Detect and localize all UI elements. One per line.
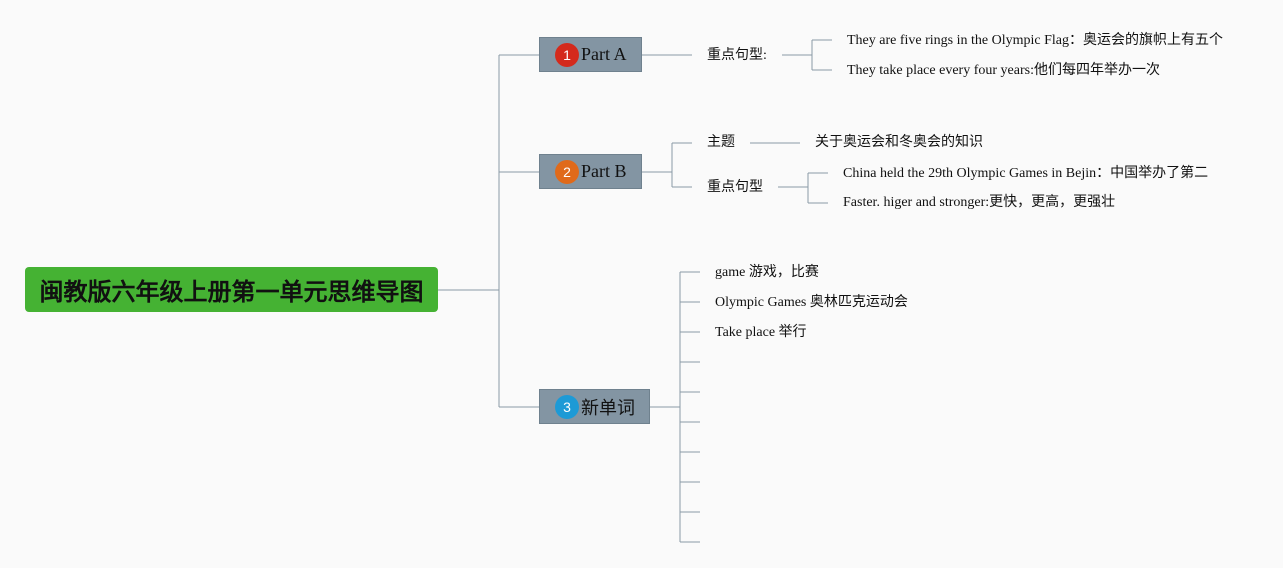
word-item[interactable]: Olympic Games 奥林匹克运动会 bbox=[715, 295, 908, 310]
branch-label: Part B bbox=[581, 161, 627, 181]
word-item[interactable]: game 游戏，比赛 bbox=[715, 265, 819, 280]
number-two-badge-icon: 2 bbox=[555, 159, 579, 184]
leaf-item[interactable]: 关于奥运会和冬奥会的知识 bbox=[815, 135, 983, 150]
subtopic-theme[interactable]: 主题 bbox=[707, 135, 735, 150]
branch-label: Part A bbox=[581, 44, 627, 64]
word-item[interactable]: Take place 举行 bbox=[715, 325, 807, 340]
number-one-badge-icon: 1 bbox=[555, 42, 579, 67]
number-three-badge-icon: 3 bbox=[555, 394, 579, 419]
subtopic-key-sentences[interactable]: 重点句型: bbox=[707, 48, 767, 63]
root-topic-label: 闽教版六年级上册第一单元思维导图 bbox=[39, 278, 424, 306]
leaf-item[interactable]: They are five rings in the Olympic Flag：… bbox=[847, 33, 1223, 48]
leaf-item[interactable]: They take place every four years:他们每四年举办… bbox=[847, 63, 1160, 78]
branch-label: 新单词 bbox=[581, 397, 635, 418]
leaf-item[interactable]: Faster. higer and stronger:更快，更高，更强壮 bbox=[843, 195, 1116, 210]
subtopic-key-sentences[interactable]: 重点句型 bbox=[707, 180, 763, 195]
branch-new-words[interactable]: 3 新单词 bbox=[539, 389, 650, 424]
root-topic[interactable]: 闽教版六年级上册第一单元思维导图 bbox=[25, 267, 438, 312]
branch-part-a[interactable]: 1 Part A bbox=[539, 37, 642, 72]
leaf-item[interactable]: China held the 29th Olympic Games in Bej… bbox=[843, 166, 1209, 181]
branch-part-b[interactable]: 2 Part B bbox=[539, 154, 642, 189]
